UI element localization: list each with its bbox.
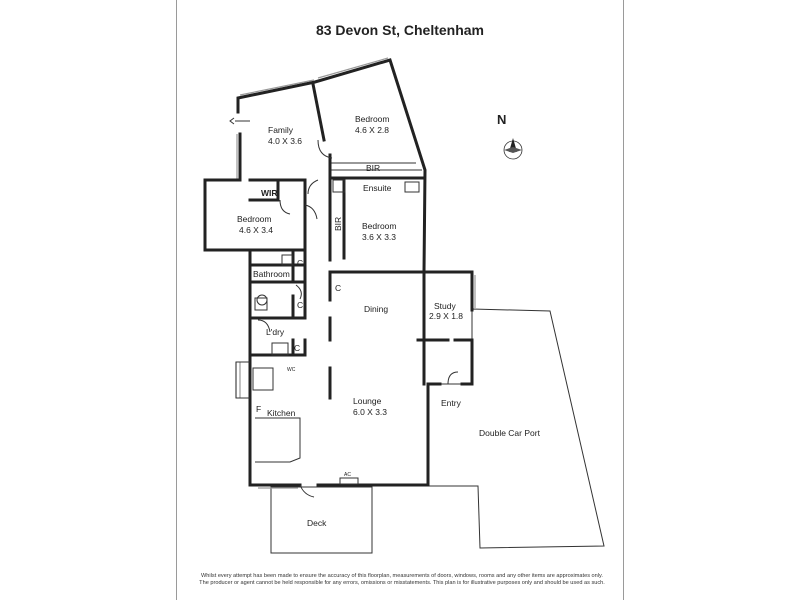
disclaimer-text: Whilst every attempt has been made to en… — [199, 573, 605, 586]
page-title: 83 Devon St, Cheltenham — [315, 22, 485, 38]
bathroom-label: Bathroom — [253, 269, 290, 279]
cupboard-label: C — [297, 300, 303, 310]
lounge-label: Lounge — [353, 396, 382, 406]
carport-label: Double Car Port — [479, 428, 541, 438]
bedroom1-label: Bedroom — [355, 114, 390, 124]
dining-label: Dining — [364, 304, 388, 314]
fridge-label: F — [256, 404, 261, 414]
bedroom1-size: 4.6 X 2.8 — [355, 125, 389, 135]
wc-label: WC — [287, 367, 296, 373]
bedroom2-label: Bedroom — [237, 214, 272, 224]
lounge-size: 6.0 X 3.3 — [353, 407, 387, 417]
interior-walls — [248, 82, 474, 485]
north-label: N — [497, 112, 506, 127]
carport-outline — [427, 308, 605, 549]
ensuite-label: Ensuite — [363, 183, 392, 193]
bedroom3-label: Bedroom — [362, 221, 397, 231]
bedroom2-size: 4.6 X 3.4 — [239, 225, 273, 235]
cupboard-label: C — [335, 283, 341, 293]
entry-label: Entry — [441, 398, 462, 408]
bir-top-label: BIR — [366, 163, 380, 173]
kitchen-label: Kitchen — [267, 408, 296, 418]
deck-outline — [270, 486, 373, 554]
door-swings — [229, 117, 459, 498]
family-label: Family — [268, 125, 294, 135]
north-compass — [503, 138, 523, 160]
cupboard-label: C — [294, 343, 300, 353]
bedroom3-size: 3.6 X 3.3 — [362, 232, 396, 242]
ac-label: AC — [344, 472, 351, 478]
wir-label: WIR — [261, 188, 278, 198]
ldry-label: L'dry — [266, 327, 285, 337]
study-size: 2.9 X 1.8 — [429, 311, 463, 321]
deck-label: Deck — [307, 518, 327, 528]
study-label: Study — [434, 301, 456, 311]
cupboard-label: C — [297, 258, 303, 268]
bir-side-label: BIR — [333, 217, 343, 231]
family-size: 4.0 X 3.6 — [268, 136, 302, 146]
